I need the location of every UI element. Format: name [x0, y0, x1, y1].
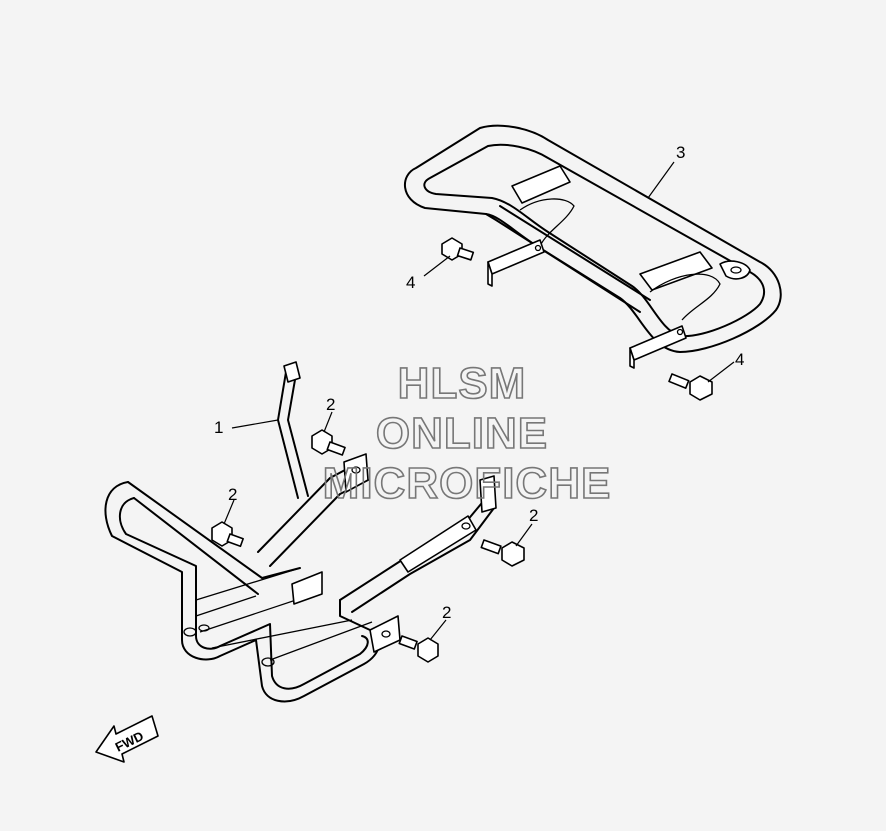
- callout-2-d: 2: [442, 603, 451, 622]
- watermark-line-2: ONLINE: [376, 409, 548, 458]
- callout-1: 1: [214, 418, 223, 437]
- bolt-2-b: [211, 521, 244, 548]
- front-guard: [104, 453, 497, 703]
- callout-2-a: 2: [326, 395, 335, 414]
- fwd-arrow-icon: FWD: [95, 715, 159, 763]
- bolt-4-lower: [668, 373, 713, 401]
- watermark-line-3: MICROFICHE: [323, 459, 612, 508]
- watermark-line-1: HLSM: [398, 359, 527, 408]
- callout-4-upper: 4: [406, 273, 415, 292]
- bolt-2-d: [398, 635, 439, 663]
- bolt-2-a: [311, 429, 346, 456]
- watermark: HLSM ONLINE MICROFICHE: [322, 358, 612, 509]
- callout-2-b: 2: [228, 485, 237, 504]
- callout-2-c: 2: [529, 506, 538, 525]
- bolt-2-c: [480, 539, 525, 567]
- leader-lines: [223, 161, 735, 641]
- brace-part-1: [277, 361, 309, 499]
- bolt-4-upper: [441, 237, 475, 261]
- rear-carrier-part-3: [403, 124, 782, 369]
- callout-3: 3: [676, 143, 685, 162]
- callout-4-lower: 4: [735, 350, 744, 369]
